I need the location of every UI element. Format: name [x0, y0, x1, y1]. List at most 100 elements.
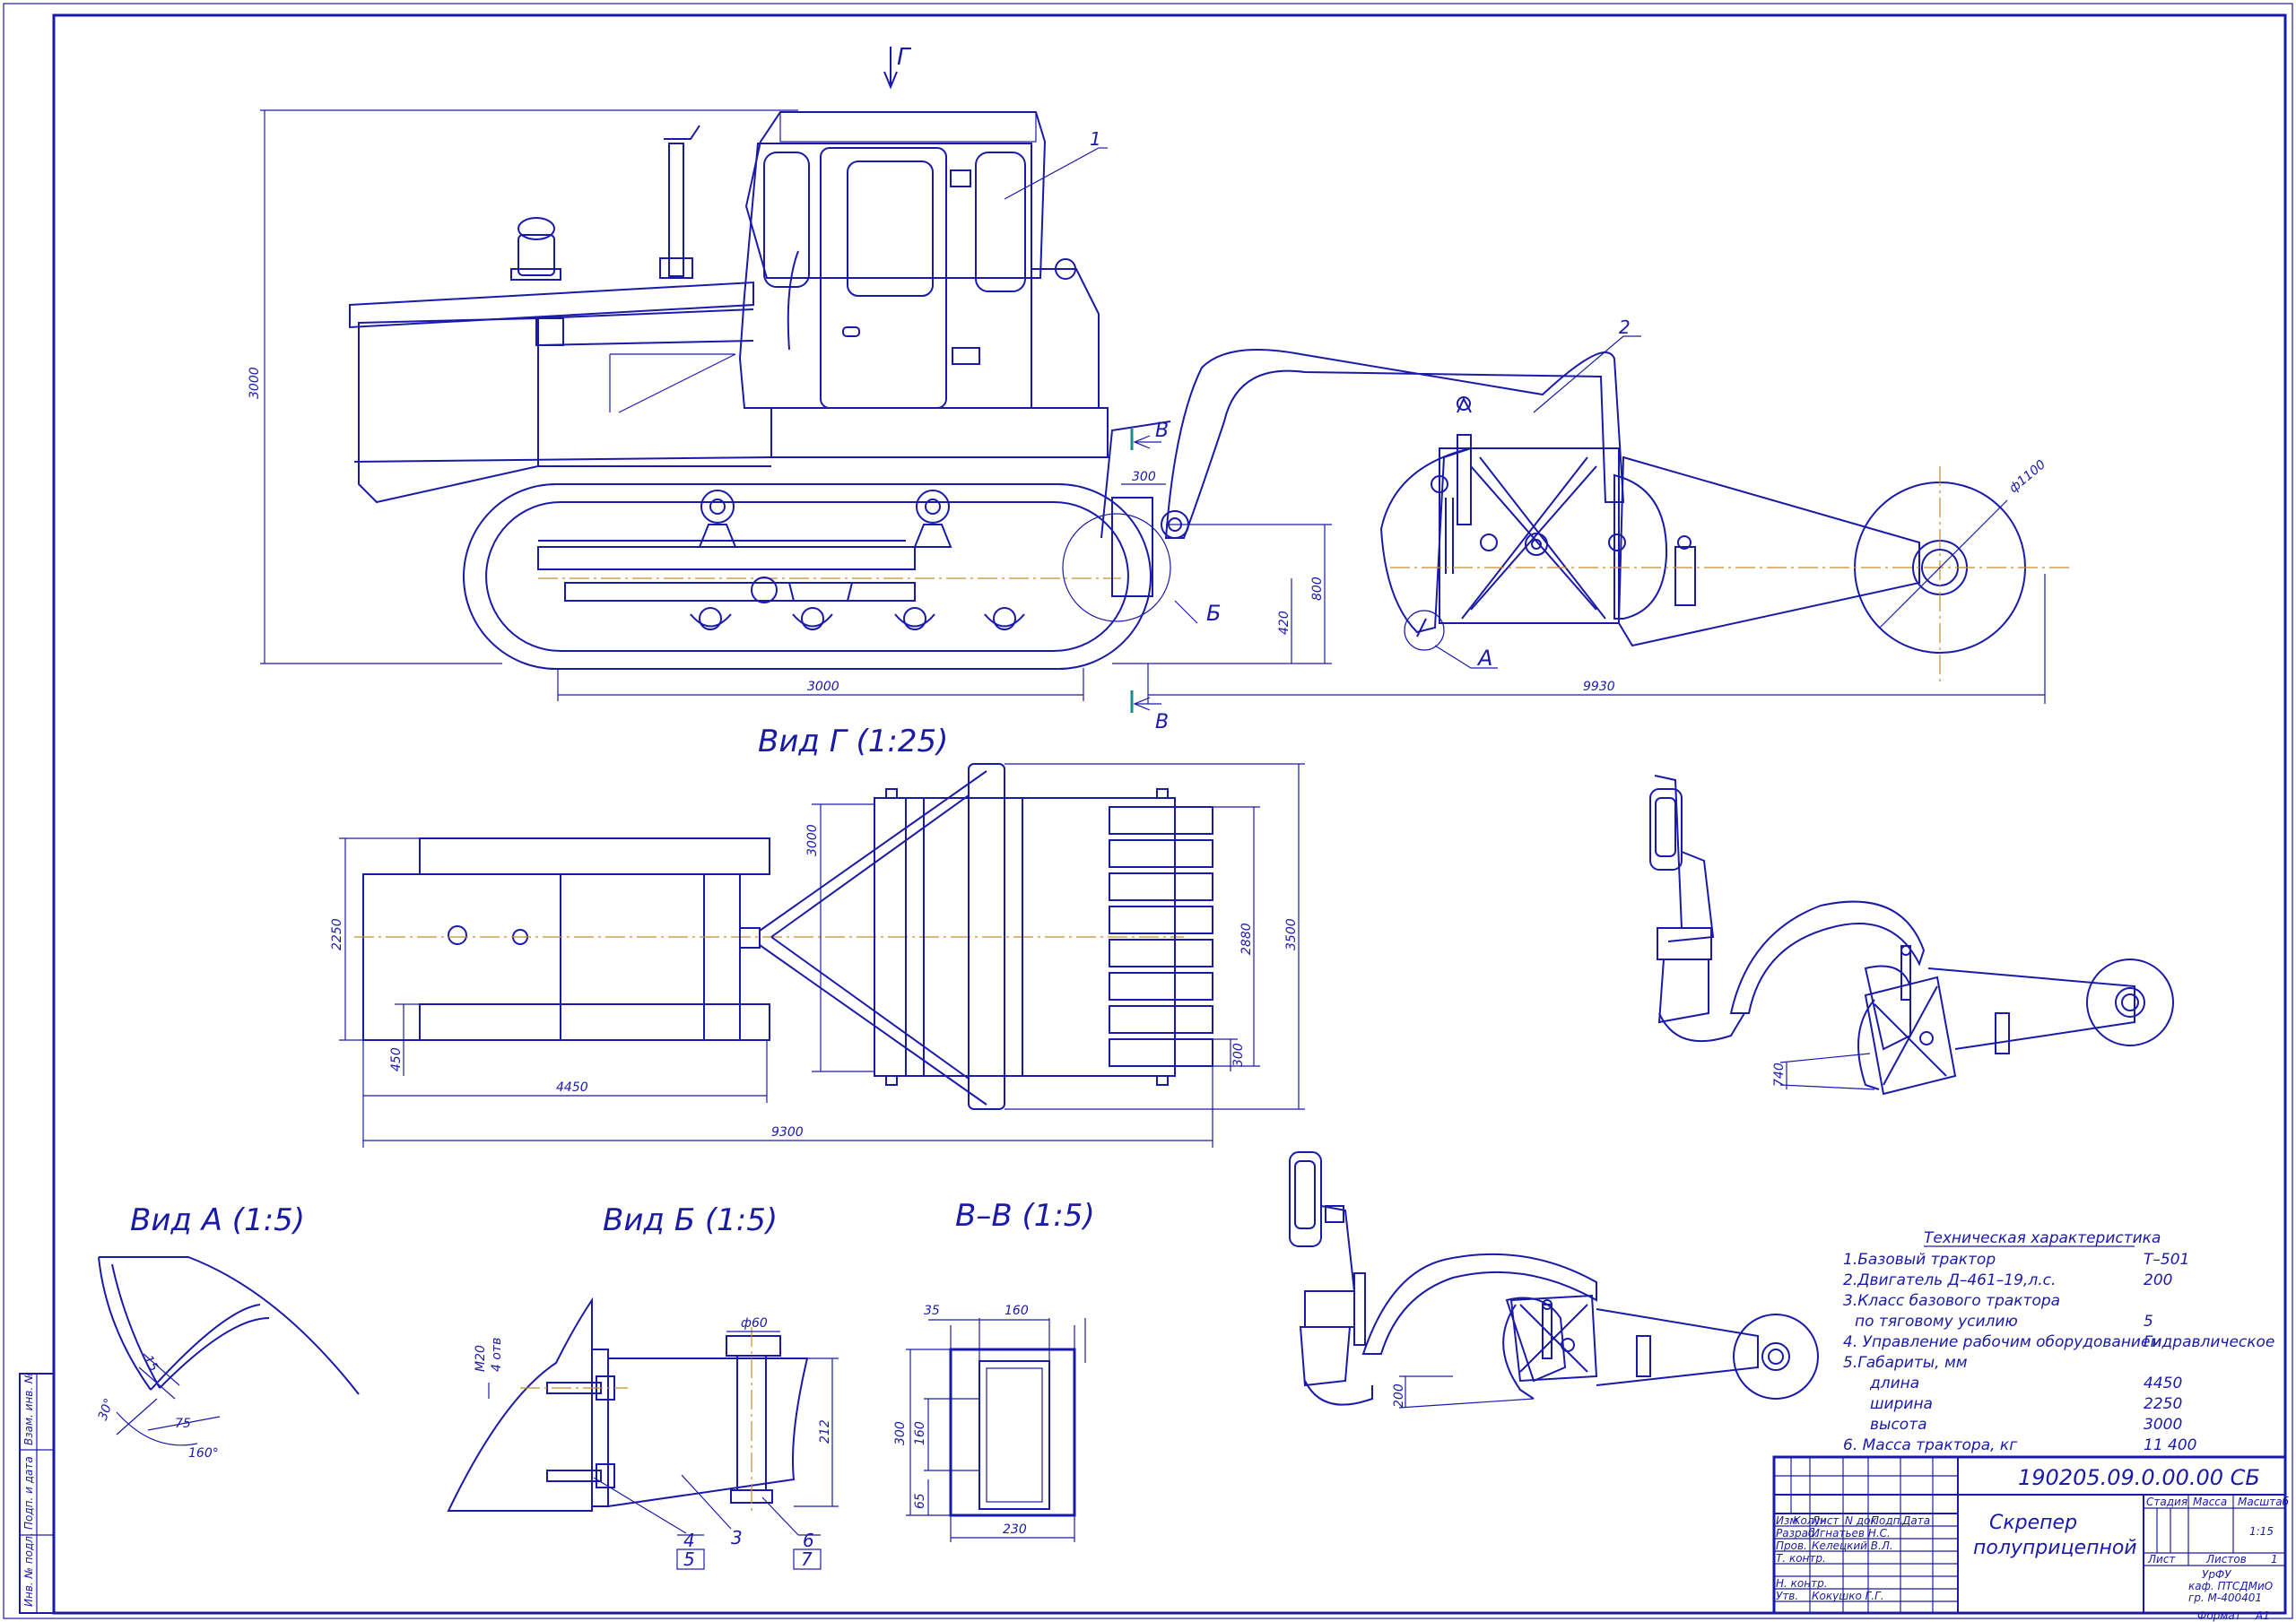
plan-dim-3500: 3500	[1284, 918, 1299, 950]
wheel-diameter-dim: ф1100	[2006, 457, 2048, 496]
tb-format-label: Формат	[2197, 1609, 2242, 1622]
part-6-label: 6	[803, 1530, 814, 1551]
side-strip-sign: Подп. и дата	[22, 1456, 35, 1530]
vv-dim-65: 65	[913, 1493, 927, 1509]
view-b-detail: Вид Б (1:5) М20 4 отв ф60 212 4 5	[447, 1202, 839, 1570]
tb-role-5: Утв.	[1776, 1590, 1798, 1602]
vv-dim-160b: 160	[913, 1421, 927, 1445]
spec-label-1: 2.Двигатель Д–461–19,л.с.	[1843, 1271, 2056, 1289]
dim-420: 420	[1277, 611, 1292, 635]
tb-sheets-label: Листов	[2205, 1553, 2247, 1566]
main-side-view: Г	[248, 44, 2072, 733]
spec-value-3: 5	[2144, 1313, 2153, 1331]
position-view-raised: 740	[1649, 775, 2174, 1096]
vv-dim-300: 300	[893, 1421, 908, 1445]
tb-header-podp: Подп.	[1871, 1514, 1903, 1527]
view-a-title: Вид А (1:5)	[130, 1202, 305, 1238]
tb-format-value: А1	[2255, 1609, 2270, 1622]
part-1-label: 1	[1090, 128, 1101, 150]
dim-track-length: 3000	[807, 680, 839, 694]
plan-dim-300: 300	[1231, 1043, 1246, 1067]
view-a-detail: Вид А (1:5) 15 30° 75 160°	[96, 1202, 360, 1461]
spec-label-0: 1.Базовый трактор	[1843, 1251, 1996, 1269]
view-a-dim-30: 30°	[96, 1397, 117, 1423]
plan-dim-9300: 9300	[771, 1125, 804, 1140]
tb-org-line3: гр. М-400401	[2188, 1592, 2262, 1604]
position-view-digging: 200	[1289, 1151, 1819, 1409]
view-g-plan: Вид Г (1:25) 2250	[330, 724, 1305, 1148]
tb-name-line2: полуприцепной	[1973, 1537, 2137, 1559]
spec-label-7: ширина	[1870, 1395, 1933, 1413]
sheet-outer-border	[3, 3, 2293, 1619]
tb-role-0: Разраб.	[1776, 1527, 1818, 1540]
view-b-dim-212: 212	[818, 1419, 832, 1444]
spec-label-4: 4. Управление рабочим оборудованием	[1843, 1333, 2161, 1351]
plan-dim-450: 450	[389, 1047, 404, 1071]
part-2-label: 2	[1619, 317, 1631, 338]
pos2-dim-200: 200	[1392, 1383, 1406, 1408]
tb-name-1: Келецкий В.Л.	[1812, 1540, 1893, 1552]
part-7-label: 7	[801, 1548, 813, 1570]
plan-dim-2880: 2880	[1239, 923, 1254, 955]
spec-label-8: высота	[1870, 1416, 1927, 1434]
vv-dim-35: 35	[924, 1304, 940, 1318]
view-a-dim-75: 75	[175, 1417, 191, 1431]
tb-code: 190205.09.0.00.00 СБ	[2018, 1465, 2260, 1490]
tech-specs: Техническая характеристика 1.Базовый тра…	[1843, 1229, 2274, 1454]
plan-dim-3000: 3000	[805, 824, 820, 856]
side-strip-inv: Инв. № подл.	[22, 1532, 35, 1607]
spec-value-0: Т–501	[2144, 1251, 2189, 1269]
tb-header-date: Дата	[1901, 1514, 1930, 1527]
tb-header-izm: Изм	[1776, 1514, 1797, 1527]
dim-300: 300	[1132, 470, 1156, 484]
tb-header-ndok: N док	[1845, 1514, 1877, 1527]
view-a-dim-160: 160°	[188, 1446, 219, 1461]
view-g-arrow-label: Г	[897, 44, 912, 71]
spec-label-2: 3.Класс базового трактора	[1843, 1292, 2060, 1310]
view-b-dim-4otv: 4 отв	[490, 1338, 504, 1372]
section-vv-title: В–В (1:5)	[955, 1198, 1095, 1234]
tb-sheets-value: 1	[2271, 1553, 2278, 1566]
tb-stage-label: Стадия	[2146, 1496, 2187, 1508]
spec-value-9: 11 400	[2144, 1436, 2196, 1454]
view-a-dim-15: 15	[141, 1353, 161, 1375]
dim-overall-length: 9930	[1583, 680, 1615, 694]
part-5-label: 5	[683, 1548, 695, 1570]
tb-header-kol: Колуч	[1793, 1514, 1827, 1527]
tb-role-4: Н. контр.	[1776, 1577, 1828, 1590]
tb-scale-value: 1:15	[2249, 1525, 2274, 1538]
callout-a: А	[1476, 646, 1492, 671]
section-mark-bottom: В	[1155, 711, 1169, 733]
dim-800: 800	[1310, 577, 1325, 601]
tb-name-0: Игнатьев Н.С.	[1812, 1527, 1891, 1540]
spec-value-8: 3000	[2144, 1416, 2182, 1434]
tb-mass-label: Масса	[2193, 1496, 2227, 1508]
tb-role-2: Т. контр.	[1776, 1552, 1826, 1565]
spec-label-9: 6. Масса трактора, кг	[1843, 1436, 2017, 1454]
view-b-dim-60: ф60	[741, 1316, 768, 1331]
vv-dim-230: 230	[1003, 1522, 1027, 1537]
plan-dim-4450: 4450	[556, 1080, 588, 1095]
pos1-dim-740: 740	[1772, 1063, 1787, 1087]
vv-dim-160: 160	[1004, 1304, 1029, 1318]
tech-specs-title: Техническая характеристика	[1924, 1229, 2161, 1247]
view-b-title: Вид Б (1:5)	[603, 1202, 778, 1238]
part-3-label: 3	[731, 1527, 743, 1548]
spec-value-7: 2250	[2144, 1395, 2182, 1413]
spec-label-5: 5.Габариты, мм	[1843, 1354, 1968, 1372]
tb-name-line1: Скрепер	[1989, 1512, 2077, 1534]
title-block: Изм Колуч Лист N док Подп. Дата Разраб. …	[1772, 1455, 2290, 1622]
view-b-dim-m20: М20	[474, 1345, 488, 1372]
tb-name-5: Кокушко Г.Г.	[1812, 1590, 1884, 1602]
tb-sheet-label: Лист	[2147, 1553, 2176, 1566]
callout-b: Б	[1206, 601, 1221, 626]
section-mark-top: В	[1155, 420, 1169, 442]
spec-value-1: 200	[2144, 1271, 2172, 1289]
tractor-body	[349, 111, 1109, 504]
tb-org-line1: УрФУ	[2202, 1568, 2231, 1581]
scraper-equipment: ф1100 А Б	[1100, 349, 2072, 681]
spec-label-6: длина	[1869, 1375, 1919, 1392]
tb-org-line2: каф. ПТСДМиО	[2188, 1580, 2273, 1592]
spec-label-3: по тяговому усилию	[1855, 1313, 2018, 1331]
